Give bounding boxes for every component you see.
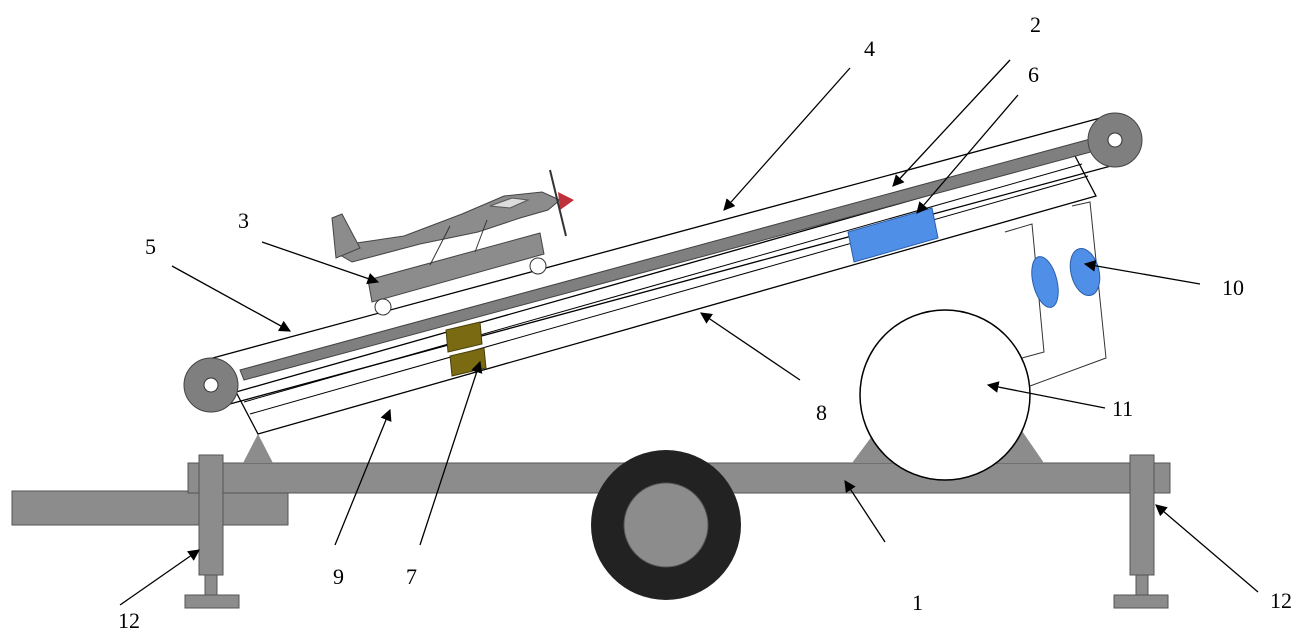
carriage-wheel-rear: [374, 298, 392, 316]
arrow-11: [986, 381, 1106, 409]
arrow-10: [1083, 260, 1201, 285]
blue-block: [847, 207, 939, 263]
label-8: 8: [816, 400, 827, 425]
label-12-left: 12: [118, 608, 140, 632]
olive-block-upper: [445, 321, 483, 353]
jack-left-foot: [184, 594, 240, 609]
label-7: 7: [406, 564, 417, 589]
pulley-left-axle: [203, 377, 219, 393]
tow-bar: [11, 490, 289, 526]
valve-right: [1069, 247, 1101, 297]
arrow-1: [844, 480, 886, 543]
jack-right-stem: [1135, 574, 1149, 596]
aircraft-wing-strut-2: [474, 219, 488, 253]
aircraft-wing-strut: [429, 225, 451, 266]
carriage: [367, 232, 545, 303]
label-9: 9: [333, 564, 344, 589]
belt-lower: [214, 162, 1123, 409]
label-3: 3: [238, 208, 249, 233]
arrow-12-right: [1155, 504, 1259, 593]
arrow-5: [171, 265, 292, 332]
arrow-2: [892, 59, 1011, 187]
aircraft-spinner: [558, 192, 574, 210]
label-5: 5: [145, 234, 156, 259]
aircraft-model: [331, 169, 574, 266]
arrow-3: [261, 241, 380, 285]
valve-left: [1031, 256, 1059, 308]
belt-upper: [197, 116, 1105, 363]
label-10: 10: [1222, 275, 1244, 300]
label-1: 1: [912, 590, 923, 615]
label-4: 4: [864, 36, 875, 61]
label-2: 2: [1030, 12, 1041, 37]
aircraft-tail-fin: [331, 213, 361, 259]
aircraft-propeller: [549, 169, 567, 237]
label-11: 11: [1112, 396, 1133, 421]
receiver-tank: [859, 309, 1031, 481]
arrow-7: [419, 360, 483, 546]
wheel-hub: [623, 482, 709, 568]
arrow-9: [334, 408, 392, 546]
leader-arrows: [119, 59, 1259, 606]
pulley-right-axle: [1107, 132, 1123, 148]
jack-right-foot: [1113, 594, 1169, 609]
arrow-8: [700, 312, 801, 381]
aircraft-canopy: [489, 197, 530, 209]
arrow-4: [723, 67, 851, 211]
jack-left-post: [198, 454, 224, 576]
jack-right-post: [1129, 454, 1155, 576]
arrow-12-left: [119, 549, 200, 606]
guide-line-lower: [249, 175, 1089, 415]
label-12-right: 12: [1270, 588, 1292, 613]
launcher-support-left: [243, 434, 273, 463]
label-6: 6: [1028, 62, 1039, 87]
carriage-wheel-front: [529, 257, 547, 275]
jack-left-stem: [204, 574, 218, 596]
arrow-6: [916, 94, 1019, 214]
